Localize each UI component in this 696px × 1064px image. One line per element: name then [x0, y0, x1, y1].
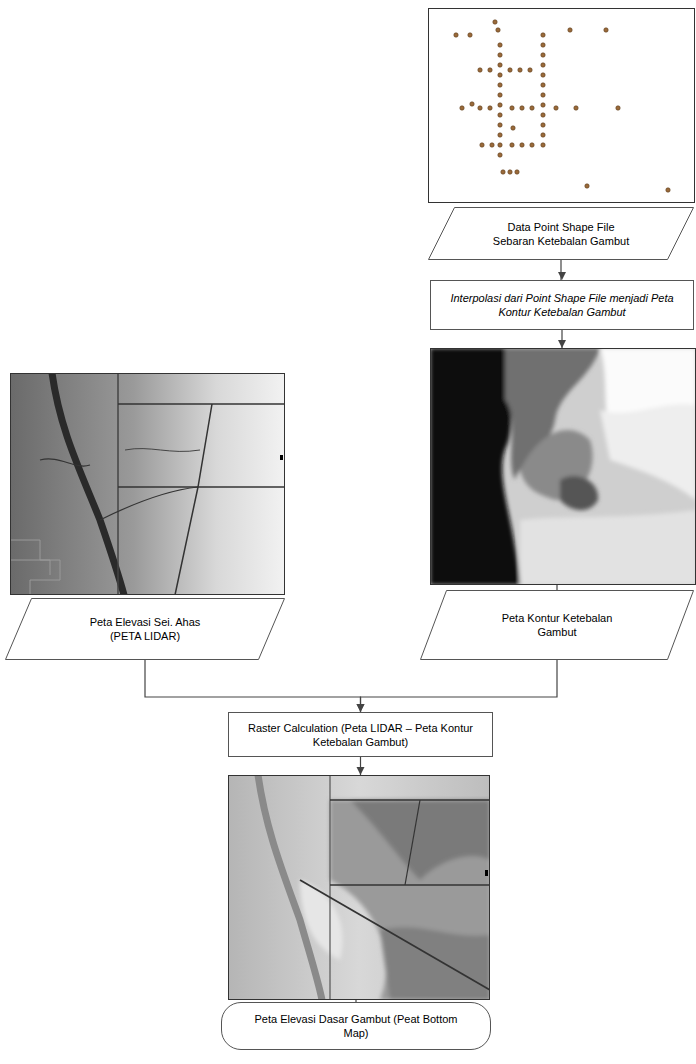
data-input: Data Point Shape File Sebaran Ketebalan …: [428, 207, 694, 260]
parallelogram-outline: [420, 590, 694, 660]
data-input: Peta Elevasi Sei. Ahas (PETA LIDAR): [5, 598, 285, 660]
arrow-head: [357, 704, 365, 712]
arrow-head: [357, 767, 365, 775]
arrow-head: [558, 340, 566, 348]
connector: [557, 330, 566, 590]
connector: [145, 660, 365, 712]
node-label: Data Point Shape File Sebaran Ketebalan …: [491, 220, 631, 248]
arrow-head: [558, 272, 566, 280]
data-input: Peta Kontur Ketebalan Gambut: [420, 590, 694, 660]
node-label: Raster Calculation (Peta LIDAR – Peta Ko…: [241, 721, 481, 749]
terminal-box: Peta Elevasi Dasar Gambut (Peat Bottom M…: [221, 1002, 491, 1050]
connector: [356, 757, 365, 1002]
connector: [558, 260, 566, 280]
node-label: Peta Kontur Ketebalan Gambut: [487, 611, 627, 639]
parallelogram-outline: [428, 207, 694, 260]
node-label: Peta Elevasi Sei. Ahas (PETA LIDAR): [80, 615, 210, 643]
point-map: [429, 9, 695, 203]
lidar-map: [10, 373, 285, 595]
process-box: Raster Calculation (Peta LIDAR – Peta Ko…: [228, 712, 493, 757]
parallelogram-outline: [5, 598, 285, 660]
node-label: Peta Elevasi Dasar Gambut (Peat Bottom M…: [241, 1012, 471, 1040]
arrow-head: [357, 704, 365, 712]
node-label: Interpolasi dari Point Shape File menjad…: [434, 291, 690, 319]
contour-map: [430, 348, 696, 585]
peat-bottom-map: [228, 775, 490, 1000]
process-box: Interpolasi dari Point Shape File menjad…: [430, 280, 694, 330]
connector: [357, 660, 558, 712]
